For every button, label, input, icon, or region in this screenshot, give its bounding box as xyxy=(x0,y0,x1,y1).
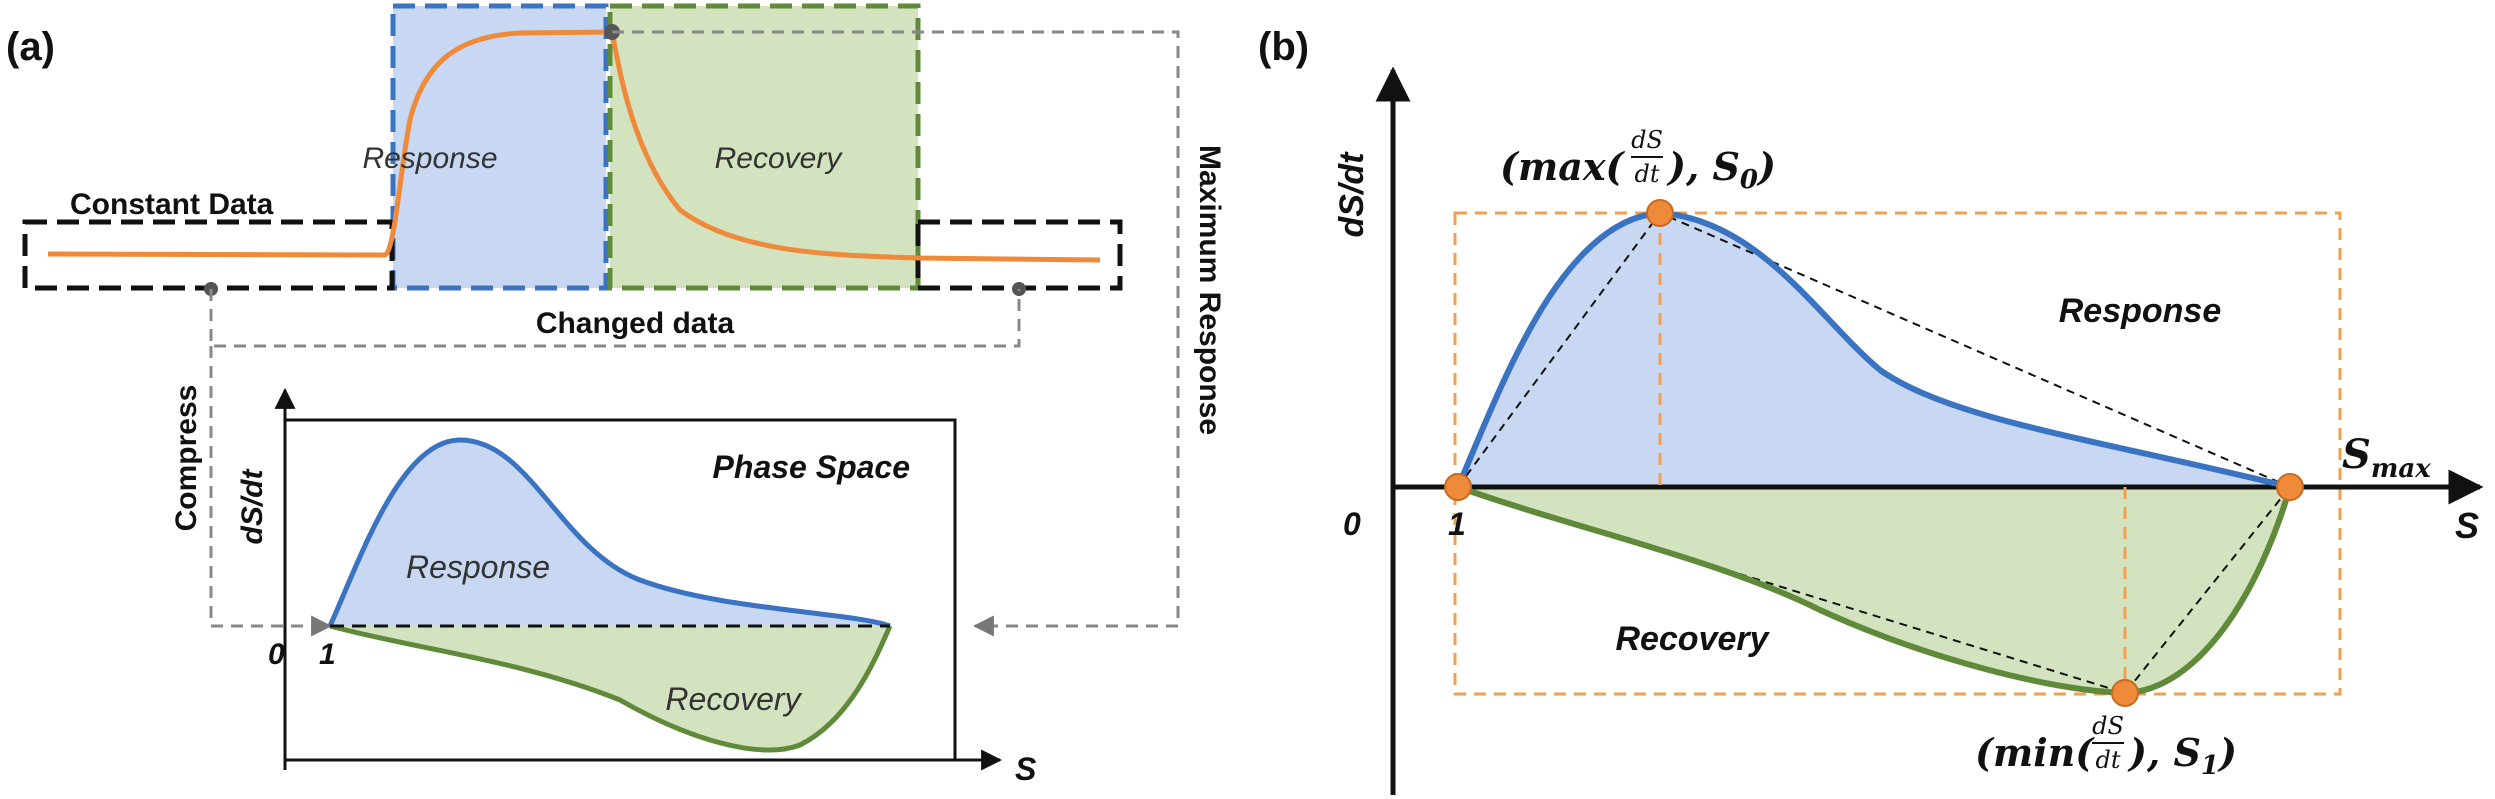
inset-recovery-fill xyxy=(330,626,890,750)
max-label-sep: ), xyxy=(1666,144,1712,189)
svg-text:(max(: (max( xyxy=(1500,144,1625,189)
response-fill xyxy=(1458,213,2290,487)
min-label-frac-num: dS xyxy=(2092,712,2124,740)
recovery-chords xyxy=(1457,486,2291,695)
response-curve xyxy=(1455,209,2291,490)
response-region-label: Response xyxy=(362,142,497,175)
changed-data-label: Changed data xyxy=(536,307,735,340)
recovery-curve xyxy=(1457,484,2293,697)
inset-y-label: dS/dt xyxy=(236,468,269,545)
inset-start-label: 1 xyxy=(319,638,336,671)
min-label-open: ( xyxy=(1975,730,1995,775)
max-label-sub: 0 xyxy=(1740,165,1758,195)
max-label-var: S xyxy=(1712,144,1739,189)
svg-text:), S1): ), S1) xyxy=(2127,730,2237,781)
maximum-response-connector xyxy=(612,30,1180,637)
bounding-rect xyxy=(1453,211,2342,696)
recovery-fill xyxy=(1458,487,2290,693)
max-label-open: ( xyxy=(1500,144,1520,189)
start-point xyxy=(1444,473,1472,501)
start-label: 1 xyxy=(1448,506,1466,542)
inset-response-label: Response xyxy=(406,549,550,585)
inset-recovery-label: Recovery xyxy=(665,681,802,717)
inset-x-label: S xyxy=(1015,751,1037,787)
phase-space-title: Phase Space xyxy=(713,449,910,485)
max-point xyxy=(1646,199,1674,227)
max-label-func: max xyxy=(1518,144,1607,189)
max-label-frac-num: dS xyxy=(1631,126,1663,154)
response-region xyxy=(390,3,609,291)
changed-data-connector xyxy=(209,289,1021,348)
signal-curve xyxy=(47,29,1101,263)
smax-var: S xyxy=(2342,431,2371,478)
compress-label: Compress xyxy=(170,385,203,532)
panel-b-label: (b) xyxy=(1258,25,1309,69)
y-axis-label: dS/dt xyxy=(1333,151,1371,238)
smax-point xyxy=(2276,473,2304,501)
min-label-paren: ( xyxy=(2075,730,2095,775)
min-point-label: (min( dS dt ), S1) xyxy=(1975,712,2237,781)
inset-response-curve xyxy=(327,437,891,629)
panel-b: (b) dS/dt S 0 1 Response Recovery xyxy=(1258,25,2484,795)
inset-response-fill xyxy=(330,440,890,626)
max-label-paren: ( xyxy=(1605,144,1625,189)
min-label-sep: ), xyxy=(2127,730,2173,775)
svg-text:), S0): ), S0) xyxy=(1666,144,1776,195)
constant-data-label: Constant Data xyxy=(70,188,274,221)
min-label-func: min xyxy=(1993,730,2075,775)
recovery-region-label: Recovery xyxy=(715,142,844,175)
panel-a-label: (a) xyxy=(6,25,55,69)
response-label: Response xyxy=(2059,292,2222,330)
min-point xyxy=(2111,679,2139,707)
smax-label: Smax xyxy=(2342,431,2431,484)
panel-a: (a) Response Recovery Constant Data Chan… xyxy=(6,3,1226,787)
origin-label: 0 xyxy=(1343,506,1361,542)
min-label-var: S xyxy=(2173,730,2200,775)
recovery-region xyxy=(607,3,921,291)
recovery-label: Recovery xyxy=(1615,620,1770,658)
min-label-frac-den: dt xyxy=(2095,746,2120,774)
maximum-response-label: Maximum Response xyxy=(1193,145,1226,435)
phase-space-inset: Phase Space dS/dt S 0 1 Response Recover… xyxy=(236,387,1037,787)
x-axis-label: S xyxy=(2455,505,2479,546)
max-label-close: ) xyxy=(1756,144,1776,189)
max-label-frac-den: dt xyxy=(1634,160,1659,188)
min-label-close: ) xyxy=(2217,730,2237,775)
max-point-label: (max( dS dt ), S0) xyxy=(1500,126,1776,195)
smax-sub: max xyxy=(2371,454,2431,484)
inset-origin-label: 0 xyxy=(268,638,285,671)
constant-data-box-right xyxy=(915,219,1123,291)
inset-recovery-curve xyxy=(329,623,893,753)
svg-text:(min(: (min( xyxy=(1975,730,2095,775)
compress-connector xyxy=(209,346,333,637)
min-label-sub: 1 xyxy=(2201,751,2219,781)
